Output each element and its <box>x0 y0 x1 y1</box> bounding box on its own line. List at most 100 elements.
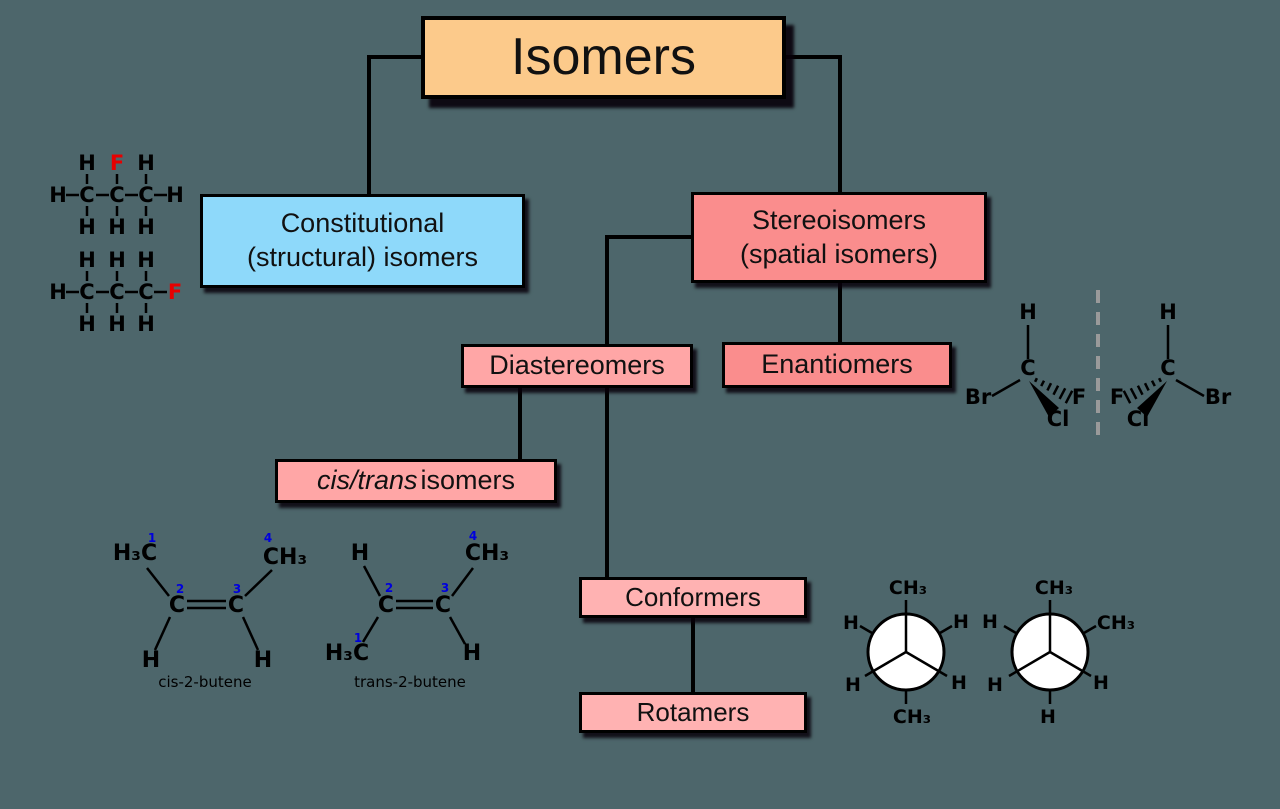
svg-text:C: C <box>109 280 124 304</box>
constitutional-isomers-box: Constitutional (structural) isomers <box>200 194 525 288</box>
edge-conformers-rotamers-v <box>691 618 695 692</box>
structure-2-fluoropropane: H F H H C C C H H H H <box>49 151 184 239</box>
structure-trans-2-butene: H CH₃ 4 C 2 C 3 H₃C 1 H trans-2-butene <box>325 529 509 691</box>
svg-text:H: H <box>845 674 861 696</box>
svg-text:3: 3 <box>441 581 449 595</box>
edge-isomers-stereo-h <box>786 55 842 59</box>
svg-text:H: H <box>166 183 184 207</box>
svg-text:CH₃: CH₃ <box>263 545 307 570</box>
svg-text:H₃C: H₃C <box>325 641 369 666</box>
cis-2-butene-caption: cis-2-butene <box>158 673 251 691</box>
rotamers-label: Rotamers <box>636 697 750 728</box>
svg-text:H: H <box>463 641 481 666</box>
svg-text:Br: Br <box>965 385 992 409</box>
svg-text:H: H <box>254 648 272 673</box>
svg-text:H: H <box>951 672 967 694</box>
edge-isomers-stereo-v <box>838 55 842 192</box>
edge-stereo-diastereomers-conformers-v <box>605 235 609 577</box>
trans-2-butene-caption: trans-2-butene <box>354 673 466 691</box>
svg-text:H: H <box>1093 672 1109 694</box>
edge-stereo-diastereomers-h <box>605 235 691 239</box>
edge-isomers-constitutional-h <box>367 55 421 59</box>
stereoisomers-box: Stereoisomers (spatial isomers) <box>691 192 987 283</box>
svg-text:F: F <box>110 151 124 175</box>
constitutional-line1: Constitutional <box>280 208 445 239</box>
svg-text:C: C <box>138 280 153 304</box>
svg-text:C: C <box>435 593 451 618</box>
svg-text:H: H <box>78 248 96 272</box>
cis-trans-rest: isomers <box>420 465 516 496</box>
svg-text:H: H <box>987 674 1003 696</box>
svg-text:H: H <box>137 312 155 336</box>
svg-text:CH₃: CH₃ <box>893 706 931 728</box>
edge-stereo-enantiomers-v <box>838 283 842 342</box>
svg-text:H: H <box>108 215 126 239</box>
enantiomers-box: Enantiomers <box>722 342 952 388</box>
svg-text:Br: Br <box>1205 385 1232 409</box>
diastereomers-box: Diastereomers <box>461 344 693 388</box>
conformers-label: Conformers <box>625 582 761 613</box>
svg-text:F: F <box>168 280 182 304</box>
conformers-box: Conformers <box>579 577 807 618</box>
stereoisomers-line1: Stereoisomers <box>751 204 927 235</box>
svg-text:C: C <box>378 593 394 618</box>
stereoisomers-line2: (spatial isomers) <box>739 238 939 269</box>
enantiomers-label: Enantiomers <box>761 349 913 380</box>
svg-text:H: H <box>49 183 67 207</box>
svg-text:CH₃: CH₃ <box>1035 577 1073 599</box>
newman-projections: CH₃ H H H H CH₃ CH₃ H CH₃ H H H <box>843 577 1135 728</box>
svg-text:C: C <box>1020 356 1035 380</box>
enantiomer-structures: H C Br F Cl H C F Br Cl <box>965 290 1232 437</box>
structure-1-fluoropropane: H H H H C C C F H H H <box>49 248 182 336</box>
isomers-label: Isomers <box>511 28 696 86</box>
isomers-box: Isomers <box>421 16 786 99</box>
rotamers-box: Rotamers <box>579 692 807 733</box>
svg-text:CH₃: CH₃ <box>465 541 509 566</box>
svg-text:H: H <box>78 151 96 175</box>
svg-text:H: H <box>137 151 155 175</box>
svg-text:CH₃: CH₃ <box>1097 612 1135 634</box>
svg-text:C: C <box>138 183 153 207</box>
svg-text:CH₃: CH₃ <box>889 577 927 599</box>
newman-gauche: CH₃ H CH₃ H H H <box>982 577 1135 728</box>
svg-text:C: C <box>169 593 185 618</box>
newman-anti: CH₃ H H H H CH₃ <box>843 577 969 728</box>
svg-text:H: H <box>1019 300 1037 324</box>
svg-text:H₃C: H₃C <box>113 541 157 566</box>
svg-text:H: H <box>1159 300 1177 324</box>
svg-text:C: C <box>79 280 94 304</box>
svg-text:H: H <box>137 215 155 239</box>
fluoropropane-structures: H F H H C C C H H H H H H H H C C C F H … <box>49 151 184 336</box>
svg-text:H: H <box>843 612 859 634</box>
edge-isomers-constitutional-v <box>367 55 371 194</box>
svg-text:H: H <box>982 611 998 633</box>
svg-text:C: C <box>109 183 124 207</box>
svg-text:F: F <box>1072 385 1086 409</box>
svg-text:H: H <box>142 648 160 673</box>
svg-text:H: H <box>137 248 155 272</box>
svg-text:C: C <box>79 183 94 207</box>
structure-cis-2-butene: H₃C 1 CH₃ 4 C 2 C 3 H H cis-2-butene <box>113 531 307 691</box>
enantiomer-right: H C F Br Cl <box>1110 300 1232 431</box>
svg-text:H: H <box>108 312 126 336</box>
svg-text:C: C <box>1160 356 1175 380</box>
svg-text:2: 2 <box>176 582 184 596</box>
svg-text:H: H <box>78 215 96 239</box>
diastereomers-label: Diastereomers <box>489 350 665 381</box>
butene-structures: H₃C 1 CH₃ 4 C 2 C 3 H H cis-2-butene H C… <box>113 529 509 691</box>
svg-text:C: C <box>228 593 244 618</box>
cis-trans-italic: cis/trans <box>316 465 418 496</box>
svg-text:1: 1 <box>354 631 362 645</box>
constitutional-line2: (structural) isomers <box>246 242 479 272</box>
svg-text:1: 1 <box>148 531 156 545</box>
svg-text:H: H <box>351 541 369 566</box>
enantiomer-left: H C Br F Cl <box>965 300 1086 431</box>
svg-text:H: H <box>78 312 96 336</box>
svg-text:3: 3 <box>233 582 241 596</box>
svg-text:4: 4 <box>264 531 272 545</box>
svg-text:2: 2 <box>385 581 393 595</box>
svg-text:H: H <box>1040 706 1056 728</box>
svg-text:H: H <box>49 280 67 304</box>
